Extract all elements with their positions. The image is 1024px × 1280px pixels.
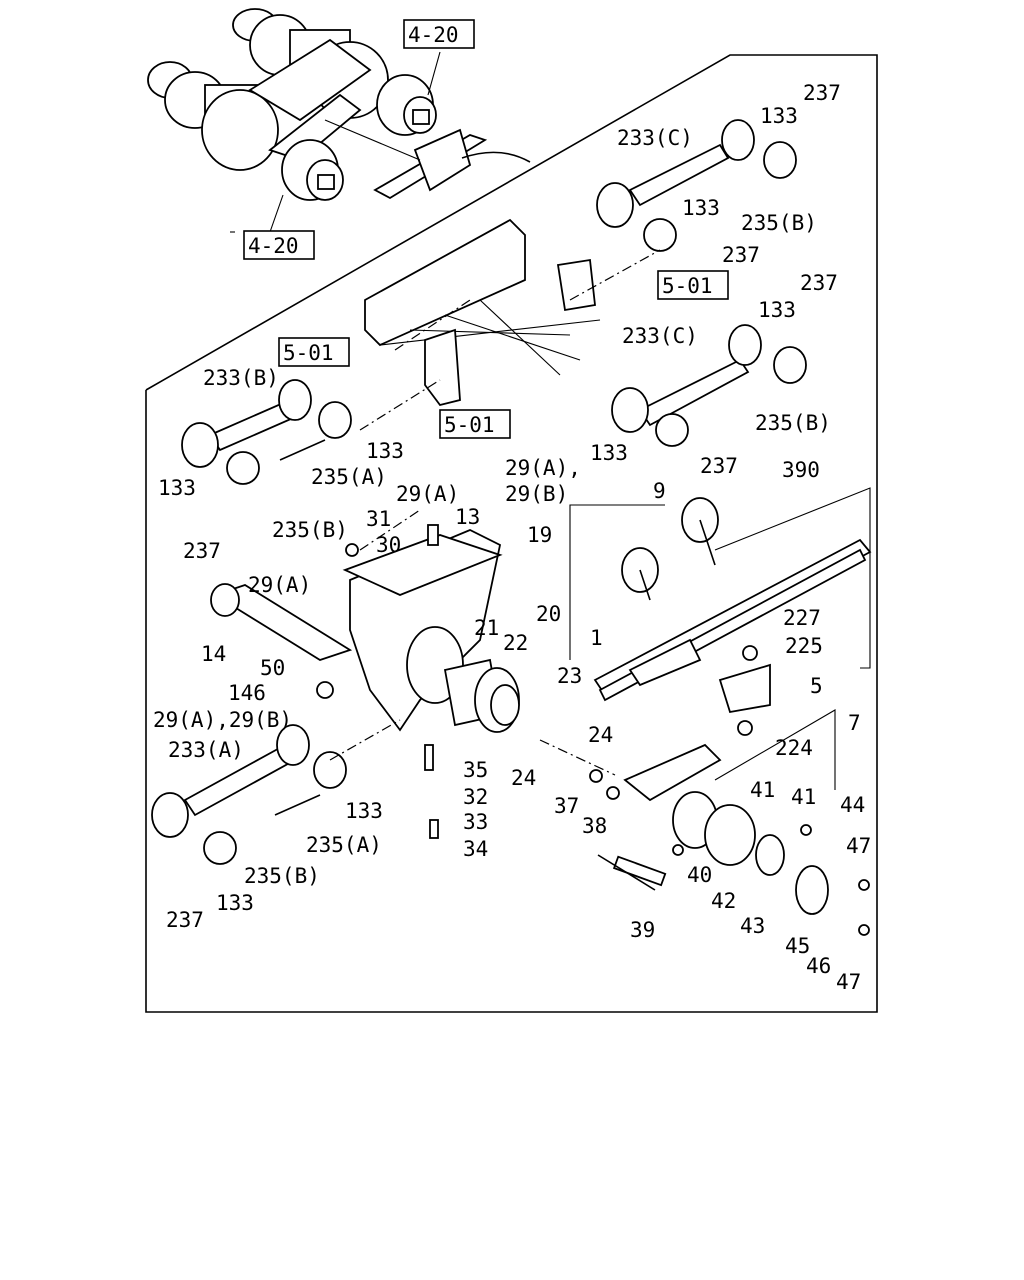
callout: 13 xyxy=(455,505,480,529)
callout: 29(A) xyxy=(396,482,459,506)
callout: 14 xyxy=(201,642,226,666)
callout: 237 xyxy=(183,539,221,563)
callout: 24 xyxy=(511,766,536,790)
callout: 146 xyxy=(228,681,266,705)
ref-box-label: 4-20 xyxy=(248,234,299,258)
callout: 19 xyxy=(527,523,552,547)
callout: 33 xyxy=(463,810,488,834)
callout: 31 xyxy=(366,507,391,531)
callout: 47 xyxy=(846,834,871,858)
callout: 227 xyxy=(783,606,821,630)
callout: 41 xyxy=(750,778,775,802)
callouts: 237 133 233(C) 133 235(B) 237 237 133 23… xyxy=(153,81,871,994)
frame-rail-illustration xyxy=(364,218,601,407)
callout: 44 xyxy=(840,793,865,817)
callout: 24 xyxy=(588,723,613,747)
callout: 225 xyxy=(785,634,823,658)
callout: 133 xyxy=(758,298,796,322)
callout: 235(B) xyxy=(741,211,817,235)
callout: 133 xyxy=(366,439,404,463)
callout: 21 xyxy=(474,616,499,640)
callout: 29(A),29(B) xyxy=(153,708,292,732)
callout: 133 xyxy=(345,799,383,823)
trunnion-bracket-illustration xyxy=(210,529,520,733)
callout: 5 xyxy=(810,674,823,698)
callout: 23 xyxy=(557,664,582,688)
leader-lines xyxy=(230,231,871,790)
callout: 237 xyxy=(722,243,760,267)
callout: 29(B) xyxy=(505,482,568,506)
callout: 41 xyxy=(791,785,816,809)
callout: 133 xyxy=(216,891,254,915)
callout: 233(C) xyxy=(617,126,693,150)
callout: 37 xyxy=(554,794,579,818)
callout: 133 xyxy=(590,441,628,465)
diagram-frame xyxy=(145,54,878,1013)
callout: 133 xyxy=(682,196,720,220)
reference-boxes: 4-20 4-20 5-01 5-01 5-01 xyxy=(243,19,729,439)
callout: 50 xyxy=(260,656,285,680)
callout: 390 xyxy=(782,458,820,482)
callout: 22 xyxy=(503,631,528,655)
tandem-axle-overview-illustration xyxy=(147,8,531,233)
callout: 237 xyxy=(803,81,841,105)
leaf-spring-illustration xyxy=(593,497,872,714)
callout: 237 xyxy=(700,454,738,478)
callout: 233(B) xyxy=(203,366,279,390)
fasteners-illustration xyxy=(345,524,870,936)
callout: 224 xyxy=(775,736,813,760)
callout: 235(B) xyxy=(244,864,320,888)
callout: 35 xyxy=(463,758,488,782)
callout: 233(A) xyxy=(168,738,244,762)
callout: 9 xyxy=(653,479,666,503)
callout: 20 xyxy=(536,602,561,626)
ref-box-label: 5-01 xyxy=(444,413,495,437)
callout: 43 xyxy=(740,914,765,938)
callout: 32 xyxy=(463,785,488,809)
spring-seat-hub-illustration xyxy=(612,743,829,915)
callout: 235(B) xyxy=(272,518,348,542)
callout: 40 xyxy=(687,863,712,887)
callout: 46 xyxy=(806,954,831,978)
callout: 42 xyxy=(711,889,736,913)
callout: 45 xyxy=(785,934,810,958)
callout: 30 xyxy=(376,533,401,557)
torque-rod-b-illustration xyxy=(181,379,352,485)
torque-rods-upper-illustration xyxy=(596,119,807,447)
callout: 7 xyxy=(848,711,861,735)
callout: 237 xyxy=(166,908,204,932)
callout: 235(A) xyxy=(311,465,387,489)
callout: 133 xyxy=(158,476,196,500)
callout: 235(A) xyxy=(306,833,382,857)
callout: 29(A), xyxy=(505,456,581,480)
callout: 38 xyxy=(582,814,607,838)
callout: 133 xyxy=(760,104,798,128)
callout: 29(A) xyxy=(248,573,311,597)
torque-rod-a-illustration xyxy=(151,724,347,865)
callout: 233(C) xyxy=(622,324,698,348)
ref-box-label: 5-01 xyxy=(662,274,713,298)
callout: 34 xyxy=(463,837,488,861)
callout: 39 xyxy=(630,918,655,942)
callout: 1 xyxy=(590,626,603,650)
ref-box-label: 5-01 xyxy=(283,341,334,365)
callout: 237 xyxy=(800,271,838,295)
callout: 235(B) xyxy=(755,411,831,435)
ref-box-label: 4-20 xyxy=(408,23,459,47)
callout: 47 xyxy=(836,970,861,994)
